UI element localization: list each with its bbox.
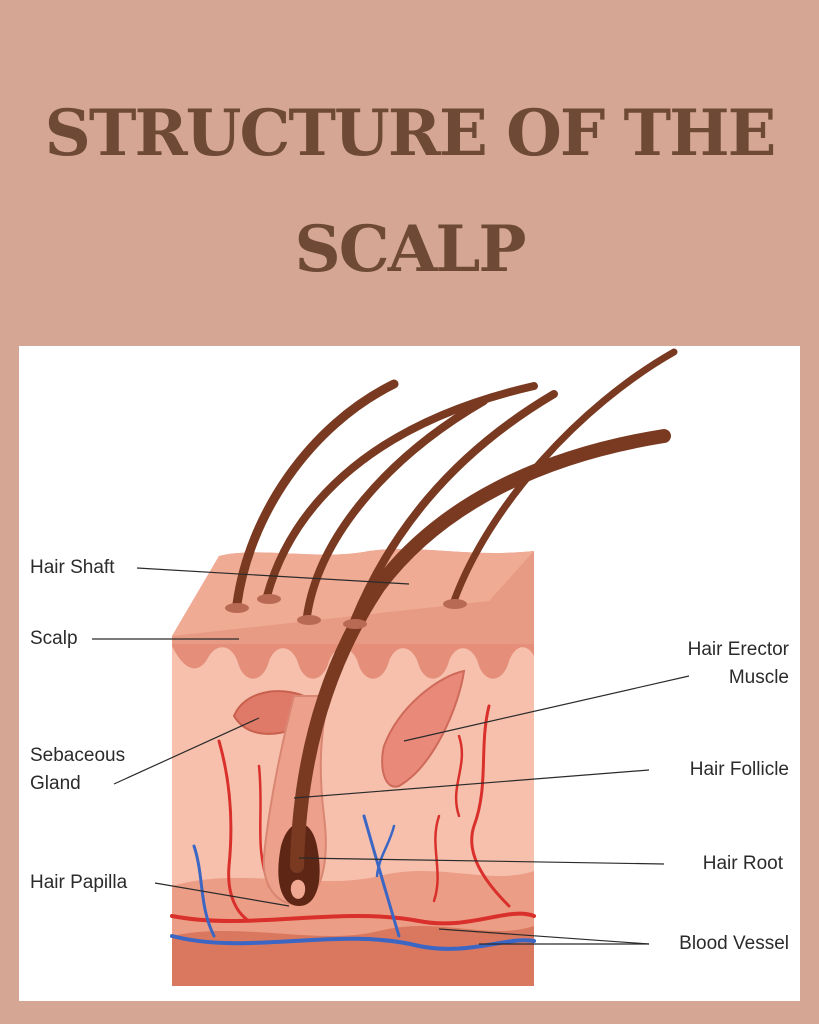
vein-branch-2 <box>362 814 401 938</box>
follicle-opening-3 <box>297 615 321 625</box>
label-scalp: Scalp <box>30 628 78 649</box>
artery-main <box>170 911 536 926</box>
vein-main <box>170 934 536 951</box>
label-hair-papilla: Hair Papilla <box>30 872 128 893</box>
hair-strand-main <box>290 429 671 873</box>
label-blood-vessel: Blood Vessel <box>679 933 789 954</box>
artery-branch-3 <box>470 704 511 908</box>
vein-branch-3 <box>375 824 396 878</box>
epidermis-top <box>172 548 534 636</box>
scalp-diagram <box>92 348 690 986</box>
leader-lines <box>92 567 690 945</box>
hair-strand-3 <box>303 397 488 620</box>
follicle-opening-1 <box>225 603 249 613</box>
leader-hair-follicle <box>293 769 650 799</box>
artery-branch-5 <box>432 814 441 903</box>
label-sebaceous-gland: Sebaceous Gland <box>30 745 126 794</box>
leader-sebaceous-gland <box>113 717 260 785</box>
diagram-panel: Hair Shaft Scalp Sebaceous Gland Hair Pa… <box>19 346 800 1001</box>
label-hair-erector-muscle: Hair Erector Muscle <box>687 639 789 688</box>
leader-hair-papilla <box>154 882 290 907</box>
hair-strand-2 <box>263 382 538 600</box>
label-hair-shaft: Hair Shaft <box>30 557 115 578</box>
leader-hair-erector-muscle <box>403 675 690 742</box>
label-hair-follicle: Hair Follicle <box>689 759 789 780</box>
artery-branch-1 <box>217 739 251 923</box>
dermal-papillae <box>172 644 534 679</box>
hair-strand-4 <box>350 390 558 625</box>
leader-hair-root <box>298 857 665 865</box>
follicle-opening-5 <box>443 599 467 609</box>
page-title-line-2: SCALP <box>294 212 527 287</box>
follicle-opening-4 <box>343 619 367 629</box>
page-title-line-1: STRUCTURE OF THE <box>44 96 777 171</box>
leader-hair-shaft <box>136 567 410 585</box>
hair-strands <box>232 348 678 873</box>
artery-branch-4 <box>454 734 464 818</box>
follicle-opening-2 <box>257 594 281 604</box>
hair-papilla-shape <box>290 879 306 899</box>
hair-strand-1 <box>232 379 399 609</box>
hair-erector-muscle-shape <box>381 669 466 788</box>
blood-vessels <box>170 704 536 951</box>
leader-blood-vessel-1 <box>438 928 650 945</box>
follicle-openings <box>225 594 467 629</box>
label-hair-root: Hair Root <box>702 853 783 874</box>
